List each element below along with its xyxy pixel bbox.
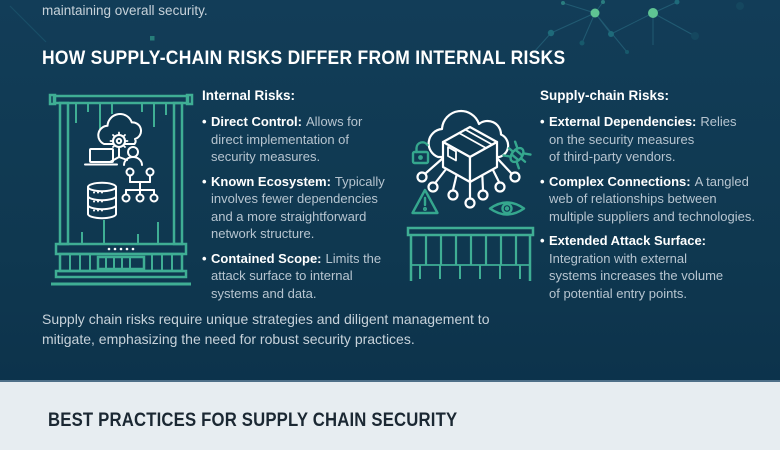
supply-network-illustration xyxy=(398,95,546,295)
rack-fence-icon xyxy=(406,226,535,281)
database-icon xyxy=(87,181,117,220)
best-practices-section: BEST PRACTICES FOR SUPPLY CHAIN SECURITY xyxy=(0,380,780,450)
bug-icon xyxy=(502,140,532,170)
open-padlock-icon xyxy=(411,141,430,165)
network-nodes-decoration-icon xyxy=(533,0,744,54)
supply-chain-risks-title: Supply-chain Risks: xyxy=(540,88,670,103)
user-icon xyxy=(123,146,143,166)
warning-triangle-icon xyxy=(411,188,439,215)
cabinet-dots-icon xyxy=(107,247,135,251)
list-item: Contained Scope:Limits the attack surfac… xyxy=(202,250,394,303)
internal-risks-title: Internal Risks: xyxy=(202,88,296,103)
list-item: Direct Control:Allows for direct impleme… xyxy=(202,113,394,166)
cloud-gear-icon xyxy=(97,113,143,151)
list-item: Known Ecosystem:Typically involves fewer… xyxy=(202,173,394,243)
eye-icon xyxy=(488,201,526,216)
list-item: Complex Connections:A tangled web of rel… xyxy=(540,173,774,226)
network-nodes-icon xyxy=(416,156,521,209)
section-heading: HOW SUPPLY-CHAIN RISKS DIFFER FROM INTER… xyxy=(42,48,566,69)
intro-text: maintaining overall security. xyxy=(42,3,208,18)
cloud-icon xyxy=(427,109,510,159)
list-item: Extended Attack Surface: Integration wit… xyxy=(540,232,774,302)
supply-chain-risks-column: Supply-chain Risks: External Dependencie… xyxy=(540,88,774,309)
server-cabinet-illustration xyxy=(46,92,196,292)
best-practices-heading: BEST PRACTICES FOR SUPPLY CHAIN SECURITY xyxy=(48,410,458,431)
supply-chain-risks-list: External Dependencies:Relies on the secu… xyxy=(540,113,774,302)
summary-text: Supply chain risks require unique strate… xyxy=(42,311,490,347)
list-item: External Dependencies:Relies on the secu… xyxy=(540,113,774,166)
network-tree-icon xyxy=(121,167,159,203)
package-box-icon xyxy=(441,125,499,184)
internal-risks-column: Internal Risks: Direct Control:Allows fo… xyxy=(202,88,394,309)
internal-risks-list: Direct Control:Allows for direct impleme… xyxy=(202,113,394,302)
server-cabinet-frame-icon xyxy=(48,93,194,286)
laptop-icon xyxy=(84,148,118,166)
